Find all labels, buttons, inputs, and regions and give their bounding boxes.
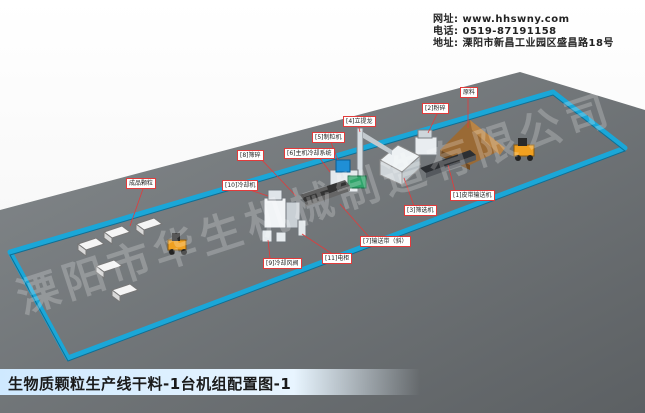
boundary-rail: [7, 89, 628, 361]
label-pellet-mill: [5]制粒机: [312, 132, 345, 143]
label-control-cabinet: [11]电柜: [322, 253, 353, 264]
inclined-conveyor: [300, 180, 350, 207]
label-sorting: [8]筛碎: [237, 150, 264, 161]
label-shredder: [2]粉碎: [422, 103, 449, 114]
contact-website: 网址: www.hhswny.com: [433, 14, 570, 25]
label-bucket-elevator: [4]立提龙: [343, 116, 376, 127]
label-sieve: [3]筛选机: [404, 205, 437, 216]
diagram-caption: 生物质颗粒生产线干料-1台机组配置图-1: [8, 375, 292, 393]
label-main-cooling: [6]主机冷却系统: [284, 148, 335, 159]
label-finished-pellets: 成品颗粒: [126, 178, 157, 189]
boundary-rail-shadow: [9, 94, 627, 362]
control-cabinet: [297, 219, 307, 237]
forklift-left: [167, 233, 187, 255]
contact-address: 地址: 溧阳市新昌工业园区盛昌路18号: [433, 38, 614, 49]
cooler-machine: [263, 189, 301, 229]
label-belt-conveyor: [1]皮带输送机: [450, 190, 495, 201]
caption-bar: 生物质颗粒生产线干料-1台机组配置图-1: [0, 369, 420, 395]
shredder-machine: [414, 129, 438, 156]
belt-conveyor: [420, 150, 476, 178]
label-cooler: [10]冷却机: [222, 180, 259, 191]
forklift-right: [513, 138, 535, 161]
label-screw-conveyor: [7]输送带（斜）: [360, 236, 411, 247]
cooling-fan: [261, 229, 287, 243]
label-cooling-fan: [9]冷却风阀: [263, 258, 302, 269]
finished-pellet-pallets: [76, 217, 164, 303]
label-raw-material: 原料: [460, 87, 479, 98]
contact-phone: 电话: 0519-87191158: [433, 26, 557, 37]
